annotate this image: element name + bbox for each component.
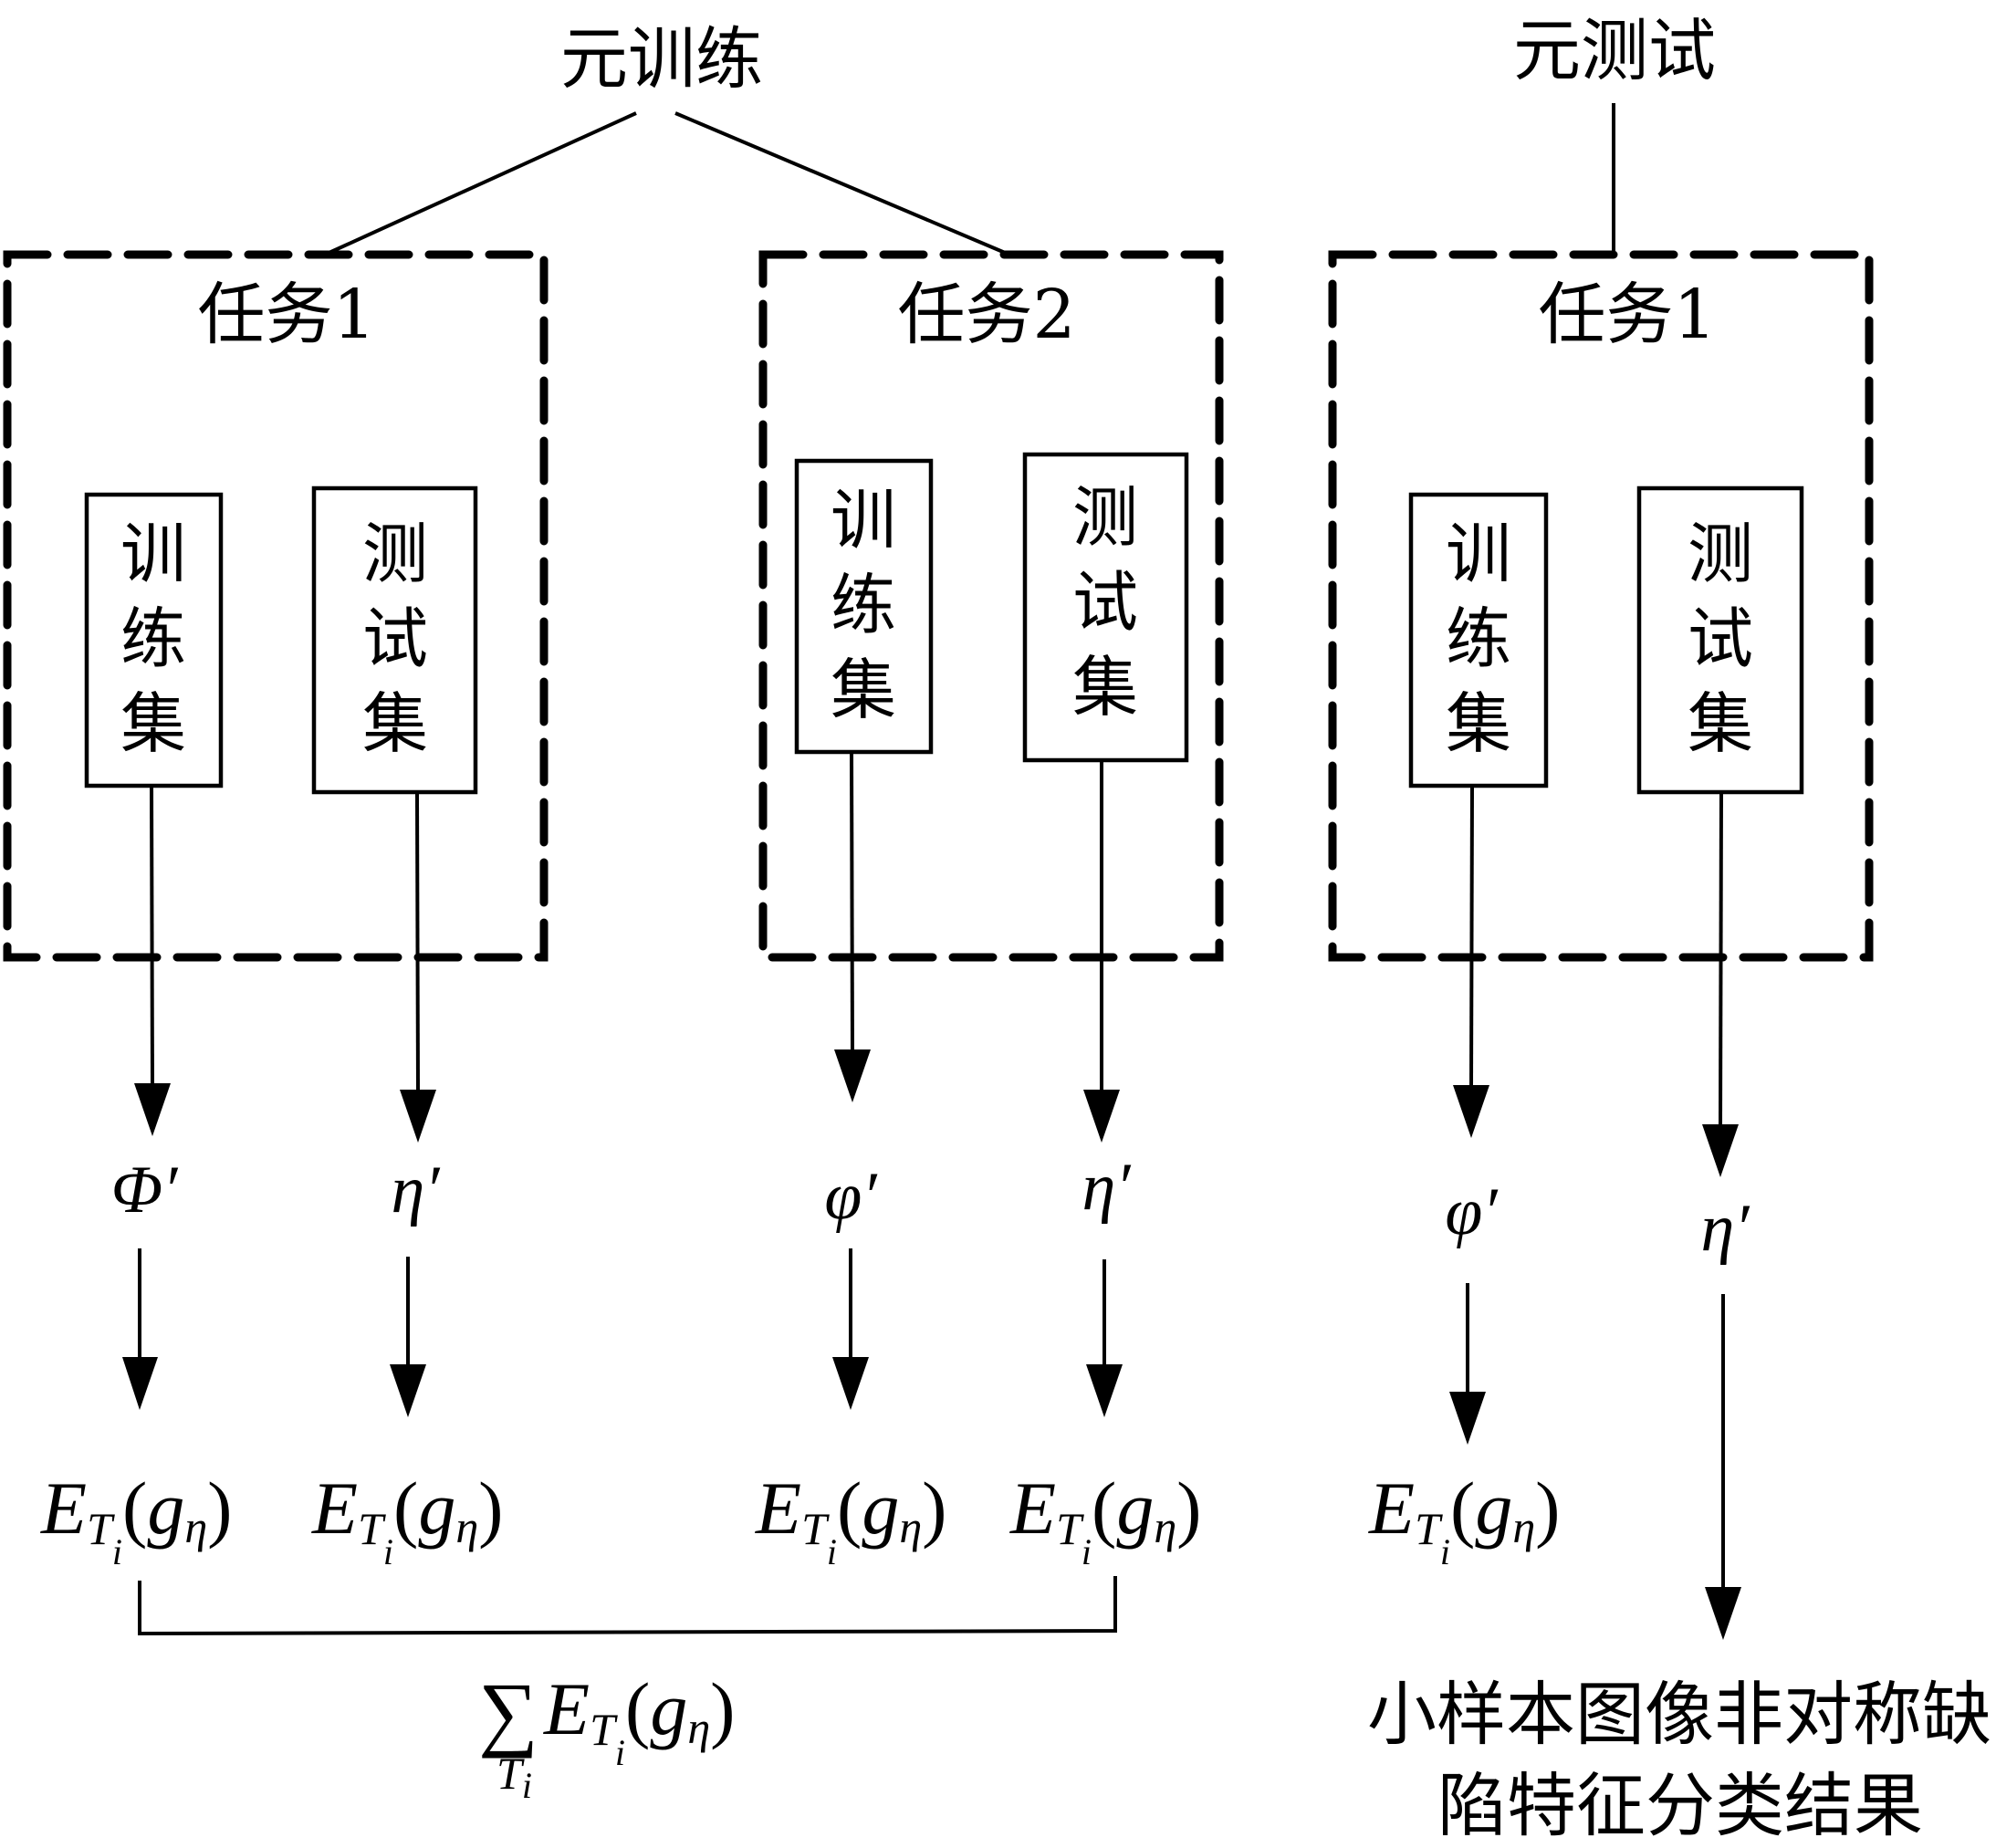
connector-meta-training-task1 — [324, 111, 637, 256]
loss-label: ETi(gη) — [1009, 1467, 1201, 1572]
sum-loss-label: ETi(gη) — [543, 1667, 735, 1773]
train-set-char: 训 — [120, 516, 186, 592]
sigma-symbol: ∑ — [478, 1665, 538, 1759]
train-set-char: 集 — [120, 685, 186, 762]
param-eta: η′ — [392, 1153, 442, 1227]
arrow-head-icon — [834, 1049, 871, 1102]
param-eta: η′ — [1701, 1191, 1751, 1266]
test-set-box: 测 试 集 — [1636, 485, 1804, 795]
arrow-head-icon — [1449, 1392, 1486, 1445]
test-set-char: 集 — [1072, 649, 1138, 726]
task-label: 任务1 — [197, 276, 375, 354]
test-set-char: 集 — [1688, 685, 1753, 762]
train-set-char: 集 — [1446, 685, 1511, 762]
arrow-head-icon — [122, 1357, 158, 1410]
train-set-box: 训 练 集 — [1408, 492, 1549, 788]
arrow-head-icon — [1086, 1364, 1123, 1417]
arrow-head-icon — [1702, 1124, 1739, 1177]
arrow-head-icon — [832, 1357, 869, 1410]
param-phi: φ′ — [1445, 1175, 1499, 1249]
test-set-char: 测 — [1072, 479, 1138, 556]
arrow-head-icon — [1083, 1090, 1120, 1143]
task-label: 任务2 — [897, 276, 1075, 354]
train-set-char: 训 — [831, 482, 896, 559]
param-phi: Φ′ — [111, 1153, 179, 1227]
meta-testing-title: 元测试 — [1513, 12, 1716, 90]
task-label: 任务1 — [1538, 276, 1716, 354]
connector-meta-training-task2 — [674, 111, 1010, 256]
test-set-box: 测 试 集 — [311, 485, 478, 795]
sum-loss-formula: ∑ Ti ETi(gη) — [478, 1665, 735, 1806]
meta-training-title: 元训练 — [560, 20, 763, 99]
loss-label: ETi(gη) — [40, 1467, 232, 1572]
train-set-char: 练 — [1446, 600, 1511, 677]
train-set-char: 练 — [831, 567, 896, 643]
train-set-box: 训 练 集 — [84, 492, 224, 788]
test-set-char: 试 — [362, 600, 428, 677]
aggregation-bracket — [138, 1576, 1117, 1636]
arrow-shaft — [1469, 785, 1474, 1089]
arrow-head-icon — [134, 1083, 171, 1136]
param-phi: φ′ — [824, 1159, 878, 1234]
train-set-char: 集 — [831, 652, 896, 728]
loss-label: ETi(gη) — [1368, 1467, 1560, 1572]
arrow-head-icon — [1453, 1085, 1489, 1138]
arrow-head-icon — [390, 1364, 426, 1417]
sigma-subscript: Ti — [496, 1748, 532, 1806]
arrow-head-icon — [400, 1090, 436, 1143]
arrow-shaft — [1719, 791, 1723, 1128]
test-set-char: 测 — [1688, 516, 1753, 592]
test-set-char: 试 — [1688, 600, 1753, 677]
arrow-head-icon — [1705, 1587, 1741, 1640]
train-set-char: 训 — [1446, 516, 1511, 592]
test-set-char: 集 — [362, 685, 428, 762]
task-frame — [1328, 250, 1874, 962]
param-eta: η′ — [1082, 1150, 1133, 1225]
test-set-box: 测 试 集 — [1022, 452, 1189, 763]
task-group-train-1: 任务1 训 练 集 测 试 集 Φ′ η′ ETi(gη) ETi(gη) — [3, 250, 549, 1572]
task-group-train-2: 任务2 训 练 集 测 试 集 φ′ η′ ETi(gη) ETi(gη) — [755, 250, 1224, 1572]
loss-label: ETi(gη) — [311, 1467, 503, 1572]
task-group-test: 任务1 训 练 集 测 试 集 φ′ η′ ETi(gη) 小样本图像非对称缺 … — [1328, 250, 1991, 1846]
train-set-char: 练 — [120, 600, 186, 677]
result-label-line1: 小样本图像非对称缺 — [1367, 1674, 1991, 1755]
loss-label: ETi(gη) — [755, 1467, 946, 1572]
test-set-char: 测 — [362, 516, 428, 592]
result-label-line2: 陷特征分类结果 — [1437, 1765, 1923, 1846]
test-set-char: 试 — [1072, 564, 1138, 641]
arrow-shaft — [415, 791, 420, 1093]
task-frame — [3, 250, 549, 962]
train-set-box: 训 练 集 — [794, 458, 934, 755]
task-frame — [758, 250, 1224, 962]
